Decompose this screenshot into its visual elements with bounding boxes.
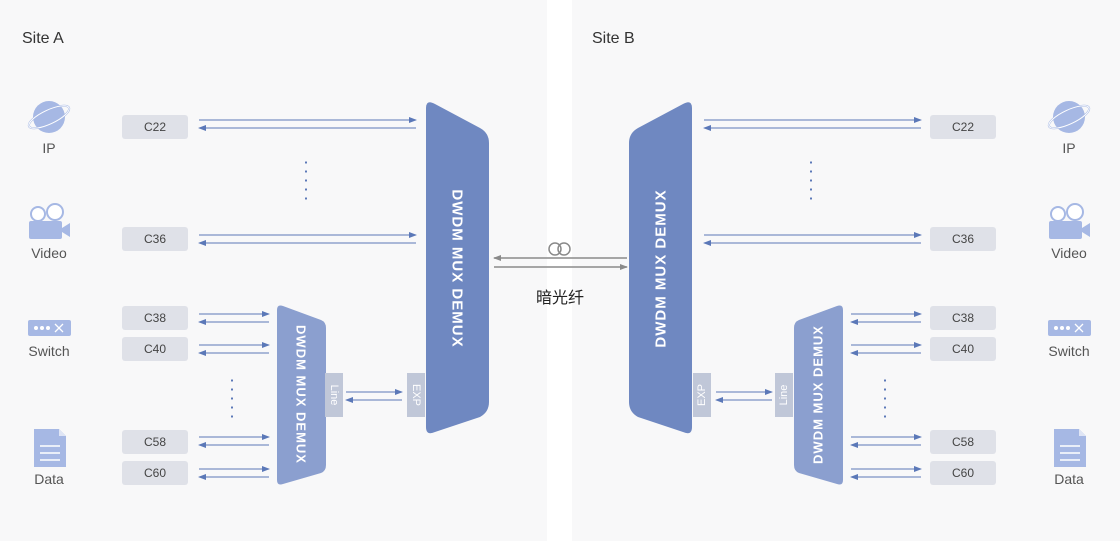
site-b-line-port: Line: [775, 373, 793, 417]
site-a-main-mux-label: DWDM MUX DEMUX: [448, 189, 466, 348]
site-a-channel-c38: C38: [122, 306, 188, 330]
dark-fiber-link: [493, 255, 628, 270]
site-b-document-icon: [1054, 429, 1086, 467]
site-a-globe-icon: [27, 101, 71, 133]
site-a-c58-link: [198, 434, 270, 448]
site-a-channel-c58: C58: [122, 430, 188, 454]
site-a-c38-link: [198, 311, 270, 325]
site-b-device-label-ip: IP: [1062, 140, 1076, 156]
site-b-c58-link: [850, 434, 922, 448]
site-a-switch-icon: [28, 320, 71, 336]
site-b-sub-mux-label: DWDM MUX DEMUX: [810, 325, 826, 464]
site-a-c36-link: [198, 232, 417, 246]
site-a-c60-link: [198, 466, 270, 480]
site-b-channel-c40: C40: [930, 337, 996, 361]
site-a-sub-mux: [277, 305, 326, 485]
site-b-c22-link: [703, 117, 922, 131]
site-a-channel-c40: C40: [122, 337, 188, 361]
site-b-device-label-video: Video: [1051, 245, 1087, 261]
site-a-line-exp-link: [345, 389, 403, 403]
site-a-device-label-switch: Switch: [28, 343, 70, 359]
site-a-exp-port-label: EXP: [410, 383, 422, 407]
site-b-channel-c60: C60: [930, 461, 996, 485]
dark-fiber-label: 暗光纤: [536, 290, 585, 307]
site-b-main-mux-label: DWDM MUX DEMUX: [652, 189, 670, 348]
site-a-line-port: Line: [325, 373, 343, 417]
site-a-video-camera-icon: [29, 203, 70, 239]
site-a-device-label-video: Video: [31, 245, 67, 261]
site-b-sub-mux: [794, 305, 843, 485]
site-b-more-subchannels-dots: [884, 376, 886, 424]
site-a-channel-c22: C22: [122, 115, 188, 139]
fiber-coil-icon: [548, 242, 571, 256]
site-b-switch-icon: [1048, 320, 1091, 336]
site-b-c40-link: [850, 342, 922, 356]
site-b-exp-port-label: EXP: [696, 383, 708, 407]
site-a-device-label-ip: IP: [42, 140, 56, 156]
site-b-exp-port: EXP: [693, 373, 711, 417]
site-b-c60-link: [850, 466, 922, 480]
site-b-line-exp-link: [715, 389, 773, 403]
site-b-title: Site B: [592, 30, 635, 47]
site-a-title: Site A: [22, 30, 64, 47]
site-a-channel-c60: C60: [122, 461, 188, 485]
site-a-device-label-data: Data: [34, 471, 64, 487]
site-a-document-icon: [34, 429, 66, 467]
site-a-main-mux: [426, 102, 489, 434]
site-a-channel-c36: C36: [122, 227, 188, 251]
site-b-channel-c36: C36: [930, 227, 996, 251]
site-b-device-label-data: Data: [1054, 471, 1084, 487]
site-a-more-channels-dots: [305, 158, 307, 206]
site-b-video-camera-icon: [1049, 203, 1090, 239]
site-b-main-mux: [629, 102, 692, 434]
site-b-device-label-switch: Switch: [1048, 343, 1090, 359]
site-a-c22-link: [198, 117, 417, 131]
site-b-more-channels-dots: [810, 158, 812, 206]
site-a-sub-mux-label: DWDM MUX DEMUX: [293, 325, 309, 464]
site-b-channel-c22: C22: [930, 115, 996, 139]
site-a-more-subchannels-dots: [231, 376, 233, 424]
site-b-c38-link: [850, 311, 922, 325]
site-b-c36-link: [703, 232, 922, 246]
site-a-exp-port: EXP: [407, 373, 425, 417]
site-a-line-port-label: Line: [328, 384, 340, 406]
site-b-globe-icon: [1047, 101, 1091, 133]
site-a-c40-link: [198, 342, 270, 356]
site-b-line-port-label: Line: [778, 384, 790, 406]
site-b-channel-c38: C38: [930, 306, 996, 330]
site-b-channel-c58: C58: [930, 430, 996, 454]
